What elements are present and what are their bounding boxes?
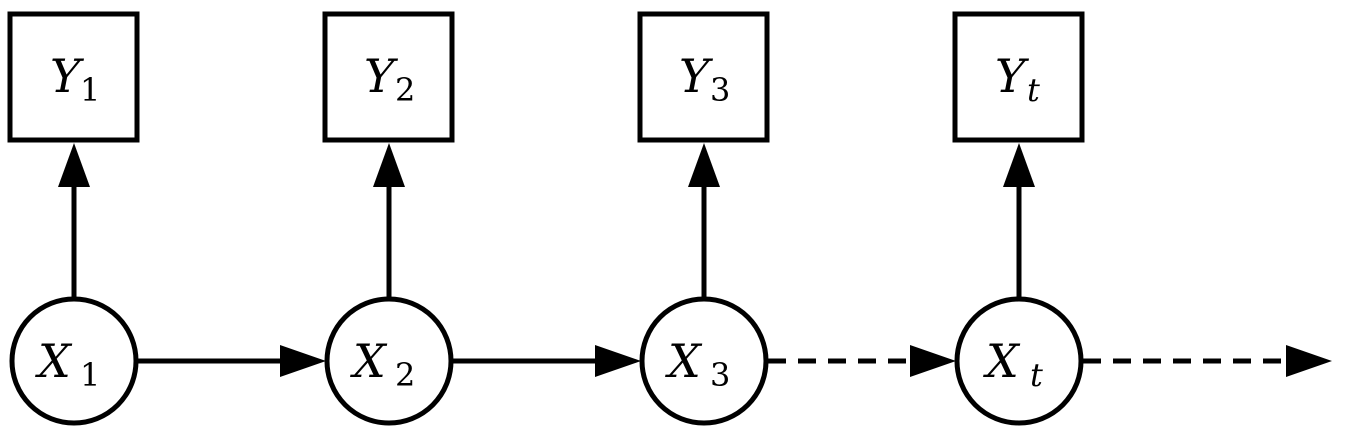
- node-X1-subscript: 1: [80, 356, 100, 394]
- node-X3-subscript: 3: [710, 356, 730, 394]
- node-Yt-subscript: t: [1027, 71, 1040, 109]
- node-X2-subscript: 2: [395, 356, 415, 394]
- node-X1: X 1: [9, 296, 139, 426]
- edge-X2-Y2: [373, 143, 405, 298]
- node-X2-letter: X: [350, 334, 388, 388]
- node-X3: X 3: [639, 296, 769, 426]
- edge-X1-Y1: [58, 143, 90, 298]
- node-Y2: Y 2: [322, 11, 455, 143]
- node-Y1: Y 1: [7, 11, 140, 143]
- node-Y3: Y 3: [637, 11, 770, 143]
- node-X1-letter: X: [35, 334, 73, 388]
- node-Yt-letter: Y: [995, 49, 1030, 103]
- node-X2: X 2: [324, 296, 454, 426]
- edge-X3-Y3: [688, 143, 720, 298]
- node-X3-letter: X: [665, 334, 703, 388]
- edge-Xt-Yt: [1003, 143, 1035, 298]
- node-Y3-letter: Y: [679, 49, 714, 103]
- node-Xt-subscript: t: [1030, 356, 1043, 394]
- edge-X2-X3: [453, 345, 641, 377]
- edge-X1-X2: [138, 345, 326, 377]
- node-Xt: X t: [954, 296, 1084, 426]
- node-Yt: Y t: [952, 11, 1085, 143]
- observed-nodes: Y 1 Y 2 Y 3 Y t: [7, 11, 1085, 143]
- node-Xt-letter: X: [983, 334, 1021, 388]
- edge-X3-Xt-dashed: [768, 345, 956, 377]
- node-Y2-letter: Y: [364, 49, 399, 103]
- node-Y3-subscript: 3: [710, 71, 730, 109]
- hidden-nodes: X 1 X 2 X 3 X t: [9, 296, 1084, 426]
- node-Y1-letter: Y: [50, 49, 85, 103]
- node-Y1-subscript: 1: [80, 71, 100, 109]
- edge-Xt-next-dashed: [1083, 345, 1332, 377]
- edges: [58, 143, 1332, 377]
- node-Y2-subscript: 2: [395, 71, 415, 109]
